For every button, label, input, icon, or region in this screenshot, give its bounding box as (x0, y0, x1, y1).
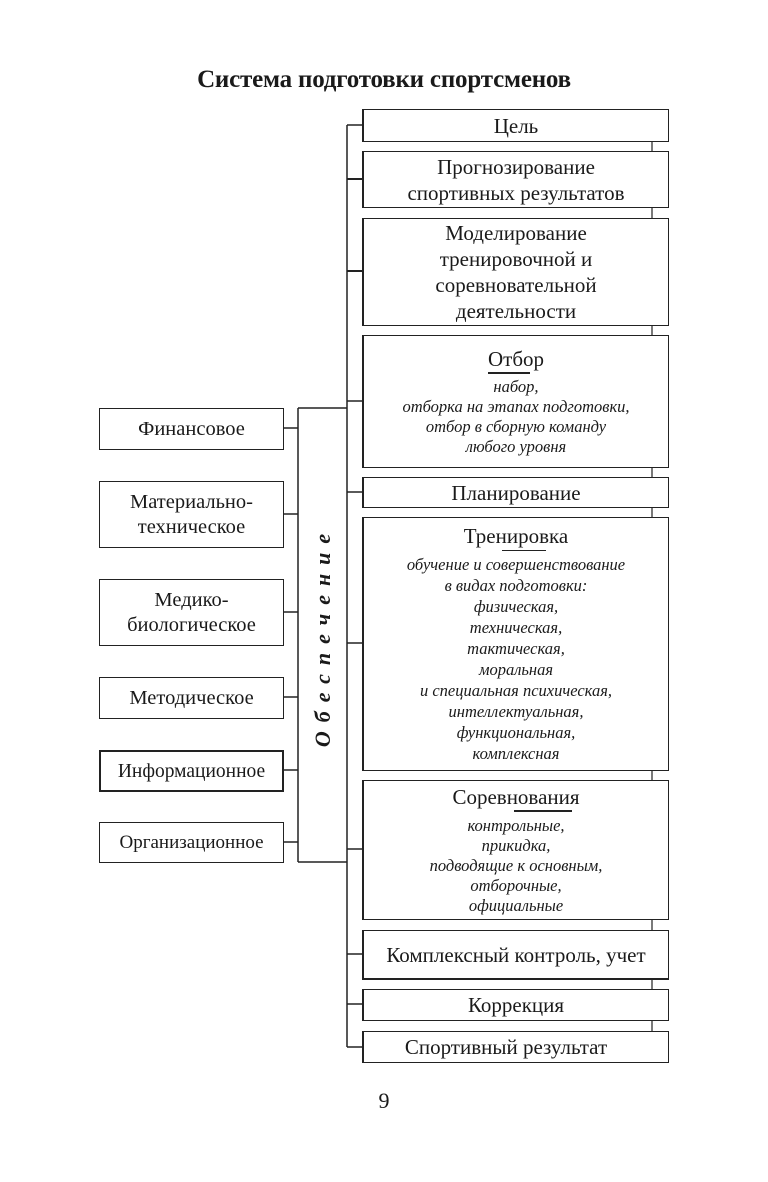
competition-item: прикидка, (481, 835, 551, 855)
support-organizational-label: Организационное (119, 832, 264, 853)
training-item: техническая, (469, 618, 563, 637)
stage-result-label: Спортивный результат (404, 1035, 608, 1059)
competition-item: подводящие к основным, (429, 855, 603, 875)
competition-item: контрольные, (467, 815, 565, 835)
stage-planning: Планирование (362, 477, 669, 508)
stage-planning-label: Планирование (451, 480, 581, 505)
training-item: физическая, (473, 597, 559, 616)
support-material-label: Материально-техническое (130, 490, 253, 538)
support-medical-label: Медико-биологическое (127, 588, 256, 636)
competition-item: официальные (468, 895, 564, 915)
stage-selection-label: Отбор (487, 346, 545, 374)
stage-control: Комплексный контроль, учет (362, 930, 669, 980)
training-item: комплексная (472, 744, 560, 763)
stage-forecasting: Прогнозирование спортивных результатов (362, 151, 669, 208)
support-information-label: Информационное (117, 760, 266, 782)
support-vertical-label: Обеспечение (310, 524, 335, 748)
training-item: в видах подготовки: (444, 576, 588, 595)
selection-item: набор, (493, 376, 539, 396)
support-financial-label: Финансовое (138, 417, 245, 440)
stage-correction: Коррекция (362, 989, 669, 1021)
stage-selection: Отбор набор, отборка на этапах подготовк… (362, 335, 669, 468)
support-methodical-label: Методическое (129, 686, 254, 709)
support-financial: Финансовое (99, 408, 284, 450)
training-item: функциональная, (456, 723, 576, 742)
stage-forecasting-label: Прогнозирование спортивных результатов (407, 154, 625, 205)
stage-goal-label: Цель (493, 113, 539, 138)
stage-training-label: Тренировка (463, 524, 569, 551)
stage-control-label: Комплексный контроль, учет (386, 942, 646, 967)
diagram-title: Система подготовки спортсменов (197, 66, 571, 93)
support-organizational: Организационное (99, 822, 284, 863)
stage-training: Тренировка обучение и совершенствование … (362, 517, 669, 771)
training-item: моральная (478, 660, 554, 679)
selection-item: отбор в сборную команду (425, 416, 607, 436)
stage-competition: Соревнования контрольные, прикидка, подв… (362, 780, 669, 920)
training-item: интеллектуальная, (448, 702, 584, 721)
stage-modeling: Моделирование тренировочной и соревноват… (362, 218, 669, 326)
support-material: Материально-техническое (99, 481, 284, 548)
selection-item: отборка на этапах подготовки, (402, 396, 630, 416)
training-item: и специальная психическая, (419, 681, 612, 700)
stage-correction-label: Коррекция (467, 993, 565, 1017)
stage-goal: Цель (362, 109, 669, 142)
support-medical: Медико-биологическое (99, 579, 284, 646)
stage-modeling-label: Моделирование тренировочной и соревноват… (435, 221, 597, 323)
page-number: 9 (378, 1088, 390, 1113)
competition-item: отборочные, (470, 875, 562, 895)
stage-result: Спортивный результат (362, 1031, 669, 1063)
stage-competition-label: Соревнования (452, 784, 580, 812)
selection-item: любого уровня (465, 436, 567, 456)
support-methodical: Методическое (99, 677, 284, 719)
training-item: тактическая, (467, 639, 565, 658)
training-item: обучение и совершенствование (406, 555, 626, 574)
support-information: Информационное (99, 750, 284, 792)
